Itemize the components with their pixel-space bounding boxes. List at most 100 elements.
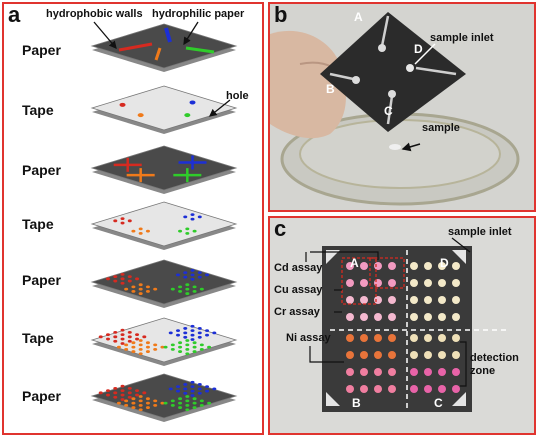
detection-dot <box>153 343 158 347</box>
detection-dot <box>168 387 173 391</box>
detection-dot <box>192 345 197 349</box>
detection-dot <box>113 330 118 334</box>
detection-dot <box>160 401 165 405</box>
detection-dot <box>178 341 183 345</box>
detection-spot <box>360 313 368 321</box>
detection-dot <box>205 329 210 333</box>
detection-spot <box>374 368 382 376</box>
detection-dot <box>127 335 132 339</box>
detection-dot <box>190 324 195 328</box>
layer-label-6: Tape <box>22 330 54 346</box>
detection-spot <box>410 296 418 304</box>
detection-dot <box>170 343 175 347</box>
detection-dot <box>183 275 188 279</box>
c-sample-inlet-label: sample inlet <box>448 226 512 238</box>
detection-spot <box>360 279 368 287</box>
detection-dot <box>138 403 143 407</box>
panel-b-photo-folded-device: b A B C D sample inlet sample <box>268 2 536 212</box>
detection-dot <box>197 383 202 386</box>
panel-c-label: c <box>274 216 287 241</box>
arrow-hole <box>208 99 231 117</box>
layer-3-paper <box>90 145 238 191</box>
detection-dot <box>131 350 136 353</box>
detection-spot <box>388 385 396 393</box>
detection-spot <box>346 334 354 342</box>
detection-spot <box>388 262 396 270</box>
detection-dot <box>175 333 180 337</box>
layer-label-1: Paper <box>22 42 61 58</box>
detection-dot <box>190 394 195 397</box>
detection-dot <box>168 331 173 335</box>
assay-bracket <box>310 251 379 260</box>
detection-dot <box>98 391 103 395</box>
detection-dot <box>138 408 143 412</box>
detection-spot <box>424 279 432 287</box>
detection-spot <box>374 351 382 359</box>
detection-dot <box>199 287 204 291</box>
detection-dot <box>178 289 183 293</box>
detection-dot <box>131 341 136 345</box>
detection-dot <box>138 343 143 347</box>
hole-dot <box>189 100 196 105</box>
detection-dot <box>135 389 140 393</box>
detection-dot <box>138 352 143 356</box>
detection-dot <box>138 339 143 342</box>
detection-spot <box>452 313 460 321</box>
detection-dot <box>197 215 202 219</box>
detection-spot <box>360 334 368 342</box>
assay-label-cd: Cd assay <box>274 262 323 274</box>
detection-spot <box>424 368 432 376</box>
layer-2-tape <box>90 85 238 131</box>
detection-dot <box>120 281 125 285</box>
detection-dot <box>127 386 132 390</box>
detection-dot <box>170 399 175 403</box>
layer-label-4: Tape <box>22 216 54 232</box>
panel-c-photo-detection-device: c sample inlet A D B C Cd assay Cu assay… <box>268 216 536 435</box>
detection-dot <box>120 328 125 332</box>
detection-dot <box>145 397 150 401</box>
detection-dot <box>199 399 204 403</box>
detection-spot <box>452 351 460 359</box>
detection-spot <box>410 368 418 376</box>
detection-dot <box>183 387 188 391</box>
detection-dot <box>178 401 183 405</box>
panel-b-label: b <box>274 2 288 27</box>
hydrophobic-walls-label: hydrophobic walls <box>46 8 143 20</box>
c-corner-label-d: D <box>440 256 449 270</box>
detection-dot <box>170 403 175 407</box>
c-corner-label-b: B <box>352 396 361 410</box>
corner-label-a: A <box>354 10 363 24</box>
detection-dot <box>142 335 147 339</box>
detection-dot <box>207 401 212 405</box>
layer-4-tape <box>90 201 238 247</box>
detection-spot <box>410 351 418 359</box>
folded-device-photo <box>270 12 520 206</box>
detection-dot <box>113 395 118 399</box>
detection-spot <box>360 351 368 359</box>
hole-dot <box>137 113 144 118</box>
detection-dot <box>183 331 188 335</box>
detection-spot <box>346 351 354 359</box>
detection-dot <box>106 393 111 397</box>
detection-dot <box>106 277 111 281</box>
detection-spot <box>438 296 446 304</box>
detection-dot <box>145 341 150 345</box>
detection-dot <box>163 401 168 405</box>
detection-dot <box>120 277 125 281</box>
layer-stack-illustration <box>90 21 238 422</box>
detection-dot <box>205 389 210 393</box>
detection-dot <box>178 406 183 409</box>
detection-dot <box>120 217 125 221</box>
folded-device <box>320 12 466 132</box>
detection-spot <box>438 313 446 321</box>
inlet-corner <box>326 392 340 406</box>
detection-dot <box>199 343 204 347</box>
detection-dot <box>190 333 195 337</box>
assay-bracket-ni <box>309 346 344 363</box>
detection-dot <box>185 403 190 407</box>
detection-dot <box>170 347 175 351</box>
detection-spot <box>452 385 460 393</box>
detection-dot <box>120 333 125 337</box>
detection-dot <box>197 275 202 279</box>
detection-dot <box>120 221 125 225</box>
